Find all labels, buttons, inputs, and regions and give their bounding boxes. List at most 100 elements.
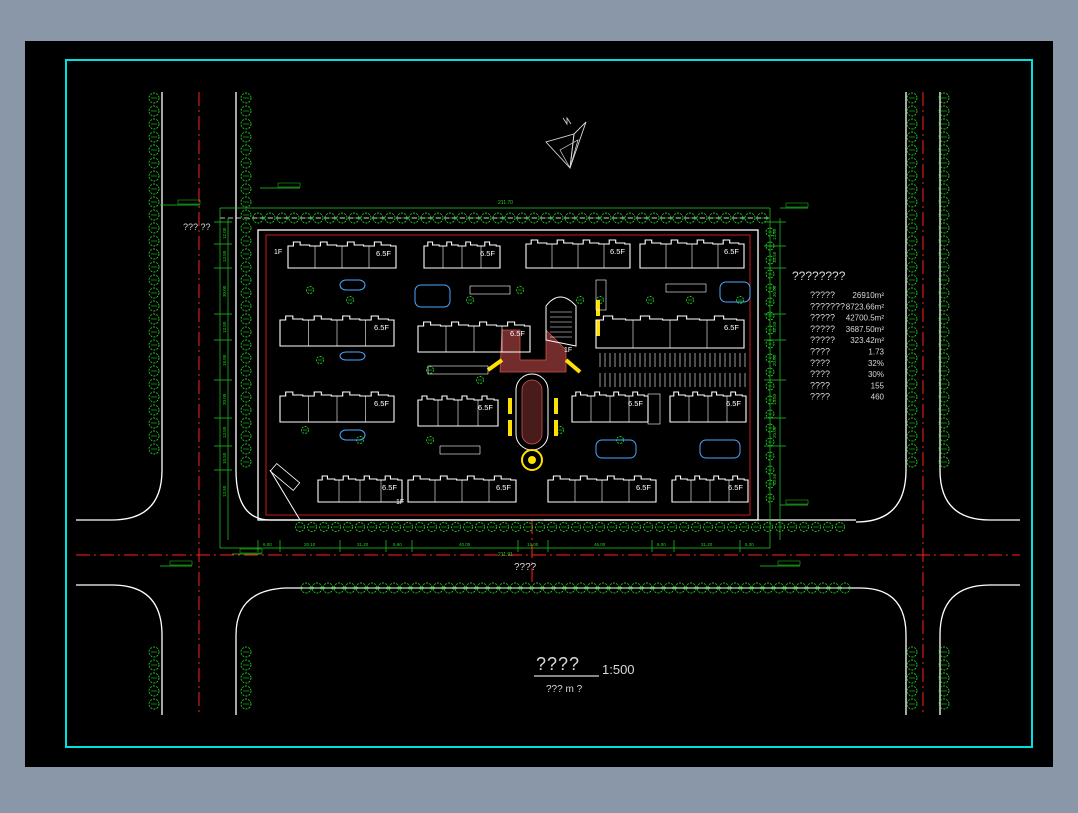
tree-icon <box>938 313 950 325</box>
tree-icon <box>344 582 356 594</box>
floor-label: 6.5F <box>636 483 651 492</box>
tree-icon <box>333 582 345 594</box>
water-feature <box>595 439 637 459</box>
drawing-title: ???? <box>536 654 580 674</box>
tree-icon <box>906 183 918 195</box>
tree-icon <box>240 157 252 169</box>
tree-icon <box>403 522 413 532</box>
north-arrow-part <box>569 121 587 169</box>
tree-icon <box>906 378 918 390</box>
tree-icon <box>938 339 950 351</box>
leader-tag <box>277 182 301 188</box>
tree-icon <box>652 582 664 594</box>
feature-bench <box>554 398 558 414</box>
tree-icon <box>487 522 497 532</box>
tree-icon <box>727 522 737 532</box>
tree-icon <box>240 196 252 208</box>
tree-icon <box>906 456 918 468</box>
fountain-core <box>528 456 536 464</box>
tree-icon <box>906 404 918 416</box>
feature-bench <box>554 420 558 436</box>
tree-icon <box>773 582 785 594</box>
service-block <box>427 365 489 375</box>
tree-icon <box>906 391 918 403</box>
tree-icon <box>806 582 818 594</box>
tree-icon <box>906 300 918 312</box>
tree-icon <box>906 105 918 117</box>
tree-icon <box>938 404 950 416</box>
water-feature <box>699 439 741 459</box>
dimension-left-value: 18.00 <box>222 354 227 366</box>
tree-icon <box>751 522 761 532</box>
road-edge <box>939 584 1020 715</box>
floor-label-1f: 1F <box>396 499 404 506</box>
floor-label-1f: 1F <box>274 249 282 256</box>
tree-icon <box>465 582 477 594</box>
building-outline <box>547 475 657 503</box>
tree-icon <box>740 582 752 594</box>
tree-icon <box>619 582 631 594</box>
tech-row-label: ???? <box>810 380 830 390</box>
central-axis-paving <box>521 379 543 445</box>
building-outline <box>279 315 395 347</box>
tree-icon <box>148 196 160 208</box>
tree-icon <box>148 672 160 684</box>
tree-icon <box>906 698 918 710</box>
tree-icon <box>906 157 918 169</box>
dimension-bottom-value: 6.00 <box>263 542 272 547</box>
walkway <box>269 469 301 521</box>
tree-icon <box>148 339 160 351</box>
tech-row-value: 30% <box>868 370 884 379</box>
tree-icon <box>823 522 833 532</box>
tree-icon <box>938 222 950 234</box>
floor-label: 6.5F <box>610 247 625 256</box>
tree-icon <box>399 582 411 594</box>
tree-icon <box>631 522 641 532</box>
tree-icon <box>703 522 713 532</box>
tree-icon <box>817 582 829 594</box>
tree-icon <box>443 582 455 594</box>
tree-icon <box>938 118 950 130</box>
central-plaza <box>486 296 600 471</box>
tree-icon <box>476 582 488 594</box>
tree-icon <box>432 582 444 594</box>
dimension-left-value: 13.50 <box>222 250 227 262</box>
tree-icon <box>240 659 252 671</box>
tree-icon <box>938 430 950 442</box>
tree-icon <box>938 685 950 697</box>
tree-icon <box>938 378 950 390</box>
tree-icon <box>306 286 314 294</box>
tree-icon <box>696 582 708 594</box>
dimension-left-value: 13.50 <box>222 321 227 333</box>
residential-building: 6.5F <box>287 241 397 269</box>
tree-icon <box>938 326 950 338</box>
tree-icon <box>240 209 252 221</box>
tree-icon <box>646 296 654 304</box>
water-feature <box>414 284 451 308</box>
tree-icon <box>938 417 950 429</box>
tree-icon <box>906 326 918 338</box>
tree-icon <box>679 522 689 532</box>
feature-bench <box>596 320 600 336</box>
floor-label: 6.5F <box>726 399 741 408</box>
tree-icon <box>641 582 653 594</box>
tree-icon <box>148 92 160 104</box>
tree-icon <box>509 582 521 594</box>
residential-building: 6.5F <box>407 475 517 503</box>
floor-label: 6.5F <box>724 247 739 256</box>
bottom-total-dimension: 211.91 <box>498 552 513 558</box>
tree-icon <box>906 196 918 208</box>
tree-icon <box>906 365 918 377</box>
tree-icon <box>148 300 160 312</box>
tree-icon <box>811 522 821 532</box>
water-feature <box>339 429 366 441</box>
tech-row-label: ???? <box>810 358 830 368</box>
red-line <box>265 234 751 516</box>
tree-icon <box>938 287 950 299</box>
floor-label: 6.5F <box>478 403 493 412</box>
tree-icon <box>240 313 252 325</box>
north-arrow-part <box>559 139 579 169</box>
